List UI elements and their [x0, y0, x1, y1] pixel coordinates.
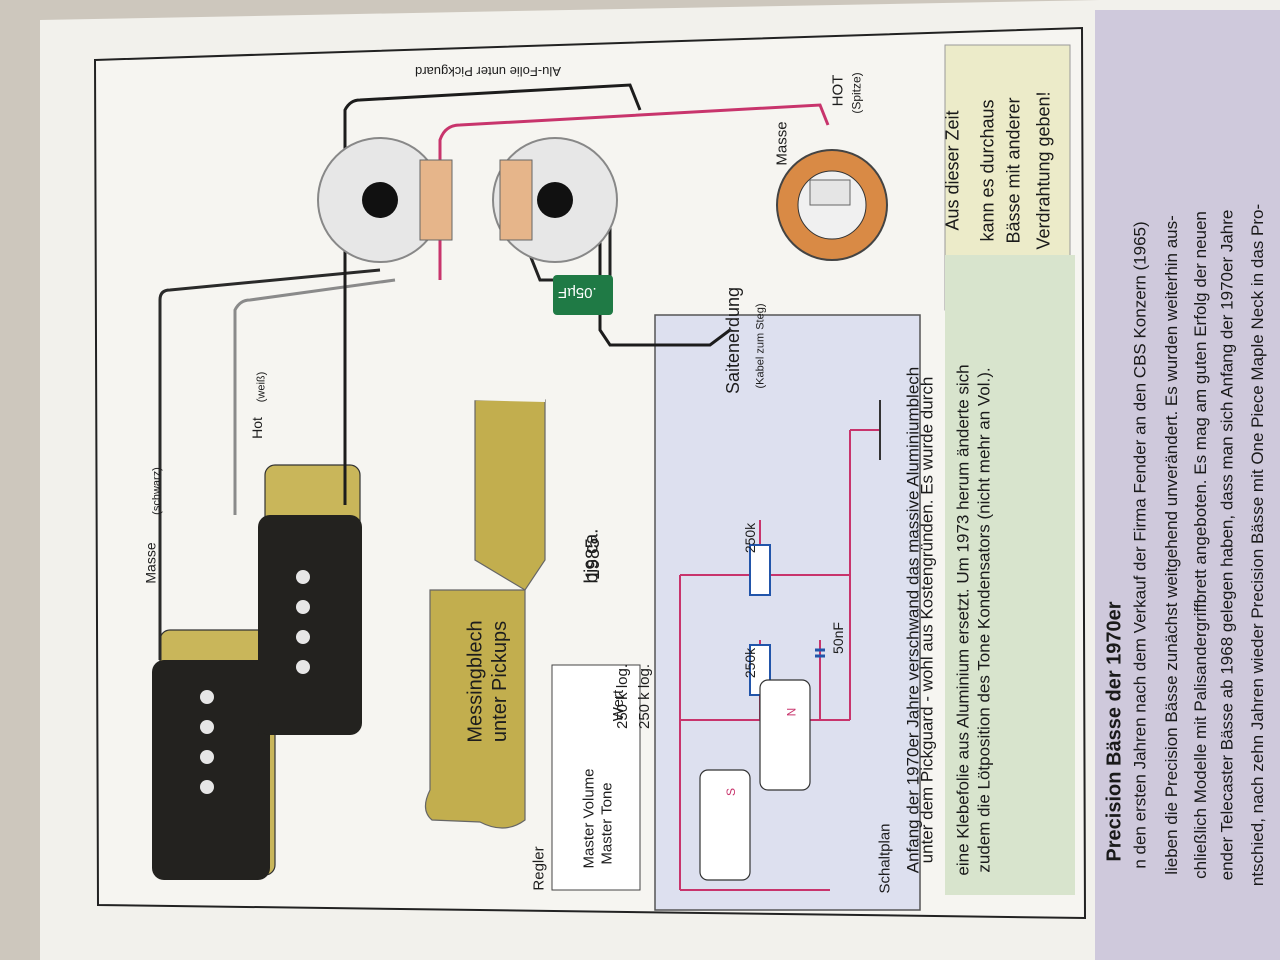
article-line-1: n den ersten Jahren nach dem Verkauf der… [1130, 221, 1150, 869]
pickup-coil-icon-1 [152, 660, 270, 880]
c-label: 50nF [829, 622, 846, 654]
info-box [945, 255, 1075, 895]
spitze-label: (Spitze) [849, 72, 864, 114]
table-cell-tone-value: 250 k log. [636, 663, 654, 730]
potentiometer-icon-1 [749, 544, 771, 596]
output-jack-icon [776, 149, 888, 261]
article-line-3: chließlich Modelle mit Palisandergriffbr… [1190, 211, 1210, 879]
article-line-5: ntschied, nach zehn Jahren wieder Precis… [1248, 203, 1268, 887]
article-heading: Precision Bässe der 1970er [1103, 601, 1126, 862]
pole-s-label: S [724, 787, 739, 797]
year-label: 1985 [583, 537, 605, 581]
pole-n-label: N [784, 707, 799, 717]
r1-label: 250k [742, 522, 759, 554]
unter-pickups-label: unter Pickups [489, 620, 512, 743]
schematic-pickup-1 [699, 769, 751, 881]
article-line-4: ender Telecaster Bässe ab 1968 gelegen h… [1217, 209, 1237, 881]
hot-label: HOT [829, 74, 847, 107]
article-area [1095, 10, 1280, 960]
info-line-2: unter dem Pickguard - wohl aus Kostengrü… [917, 376, 937, 864]
masse-label: Masse [142, 542, 159, 584]
schaltplan-label: Schaltplan [876, 823, 894, 894]
hot-weiss-sub-label: (weiß) [255, 371, 268, 403]
info-line-4: zudem die Lötposition des Tone Kondensat… [974, 367, 994, 873]
saitenerdung-sub-label: (Kabel zum Steg) [754, 303, 767, 389]
note-line-3: Bässe mit anderer [1003, 97, 1024, 244]
capacitor [553, 275, 613, 315]
note-line-4: Verdrahtung geben! [1033, 91, 1054, 250]
masse-sub-label: (schwarz) [150, 467, 163, 515]
saitenerdung-label: Saitenerdung [723, 286, 744, 395]
table-cell-master-volume: Master Volume [580, 768, 598, 869]
table-cell-master-tone: Master Tone [598, 782, 616, 865]
potentiometer-volume [317, 137, 453, 263]
values-table [551, 664, 641, 891]
messingblech-label: Messingblech [464, 620, 487, 743]
info-line-3: eine Klebefolie aus Aluminium ersetzt. U… [953, 364, 973, 876]
potentiometer-tone [492, 137, 618, 263]
table-header-regler: Regler [530, 846, 548, 891]
wires [158, 83, 830, 660]
pickup-coil-icon-2 [258, 515, 362, 735]
article-line-2: lieben die Precision Bässe zunächst weit… [1161, 215, 1181, 875]
note-line-2: kann es durchaus [977, 99, 998, 242]
masse-jack-label: Masse [773, 121, 791, 166]
r2-label: 250k [742, 647, 759, 679]
capacitor-label: .05µF [558, 284, 597, 301]
hot-weiss-label: Hot [248, 417, 265, 439]
note-line-1: Aus dieser Zeit [942, 110, 963, 231]
table-cell-volume-value: 250 k log. [614, 663, 632, 730]
schematic-panel [654, 314, 921, 911]
schematic-pickup-2 [759, 679, 811, 791]
alu-folie-label: Alu-Folie unter Pickguard [415, 64, 561, 79]
